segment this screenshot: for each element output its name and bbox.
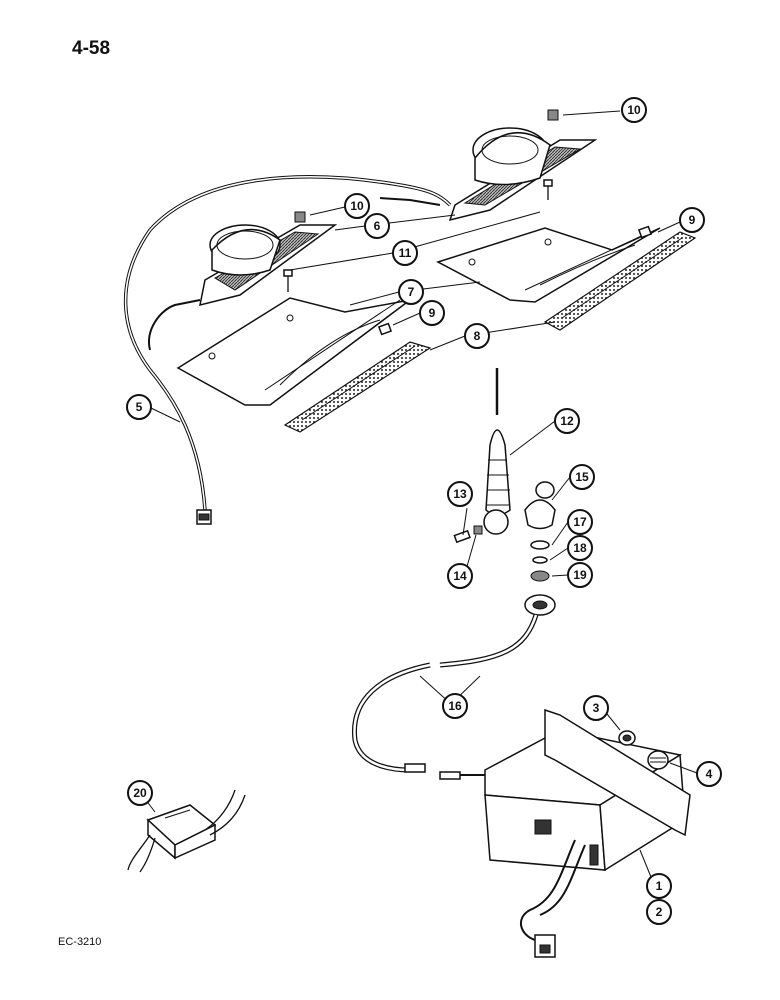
svg-text:10: 10 bbox=[350, 199, 364, 213]
callout-3: 3 bbox=[583, 695, 609, 721]
callout-10-left: 10 bbox=[344, 193, 370, 219]
callout-2: 2 bbox=[646, 899, 672, 925]
callout-16: 16 bbox=[442, 693, 468, 719]
svg-text:14: 14 bbox=[453, 569, 467, 583]
leader-lines bbox=[141, 110, 698, 883]
svg-text:12: 12 bbox=[560, 414, 574, 428]
knob-4 bbox=[647, 750, 669, 770]
screw-right bbox=[637, 225, 653, 239]
callout-15: 15 bbox=[569, 464, 595, 490]
bolt-right bbox=[543, 179, 553, 200]
svg-text:16: 16 bbox=[448, 699, 462, 713]
svg-text:18: 18 bbox=[573, 541, 587, 555]
figure-code: EC-3210 bbox=[58, 936, 102, 948]
callout-5: 5 bbox=[126, 394, 152, 420]
callout-18: 18 bbox=[567, 535, 593, 561]
callout-17: 17 bbox=[567, 509, 593, 535]
svg-text:10: 10 bbox=[627, 103, 641, 117]
noise-suppressor bbox=[127, 789, 246, 873]
svg-text:13: 13 bbox=[453, 487, 467, 501]
svg-text:3: 3 bbox=[593, 701, 600, 715]
callout-13: 13 bbox=[447, 481, 473, 507]
svg-text:11: 11 bbox=[399, 246, 412, 260]
antenna-mount bbox=[524, 481, 556, 530]
gasket-left bbox=[283, 341, 432, 433]
washer-17 bbox=[530, 540, 550, 550]
callout-1: 1 bbox=[646, 873, 672, 899]
callout-10-right: 10 bbox=[621, 97, 647, 123]
callout-7: 7 bbox=[398, 279, 424, 305]
speaker-left bbox=[199, 224, 338, 307]
screw-left bbox=[377, 322, 393, 336]
svg-text:5: 5 bbox=[136, 400, 143, 414]
speaker-right bbox=[448, 127, 598, 222]
lock-washer-18 bbox=[532, 556, 548, 564]
knob-3 bbox=[618, 730, 636, 746]
svg-text:19: 19 bbox=[573, 568, 587, 582]
svg-text:9: 9 bbox=[429, 306, 436, 320]
svg-text:4: 4 bbox=[706, 767, 713, 781]
callout-19: 19 bbox=[567, 562, 593, 588]
callout-8: 8 bbox=[464, 323, 490, 349]
bolt-left bbox=[283, 269, 293, 292]
speaker-bracket-left bbox=[176, 297, 411, 406]
screw-13 bbox=[453, 529, 471, 544]
callout-6: 6 bbox=[364, 213, 390, 239]
radio-wire-harness bbox=[520, 839, 586, 958]
callout-11: 11 bbox=[392, 240, 418, 266]
svg-text:7: 7 bbox=[408, 285, 415, 299]
nut-right bbox=[547, 109, 559, 121]
nut-14 bbox=[473, 525, 483, 535]
svg-text:9: 9 bbox=[689, 213, 696, 227]
svg-text:6: 6 bbox=[374, 219, 381, 233]
svg-text:15: 15 bbox=[575, 470, 589, 484]
svg-text:20: 20 bbox=[133, 786, 147, 800]
speaker-bracket-right bbox=[436, 227, 661, 303]
page-number: 4-58 bbox=[72, 38, 111, 59]
nut-19 bbox=[530, 570, 550, 582]
callout-12: 12 bbox=[554, 408, 580, 434]
callout-4: 4 bbox=[696, 761, 722, 787]
svg-text:17: 17 bbox=[573, 515, 587, 529]
svg-text:8: 8 bbox=[474, 329, 481, 343]
callout-14: 14 bbox=[447, 563, 473, 589]
callout-9-left: 9 bbox=[419, 300, 445, 326]
antenna bbox=[483, 368, 511, 535]
radio-unit bbox=[484, 708, 691, 872]
callout-20: 20 bbox=[127, 780, 153, 806]
gasket-right bbox=[543, 231, 697, 331]
svg-text:1: 1 bbox=[656, 879, 663, 893]
svg-text:2: 2 bbox=[656, 905, 663, 919]
callout-9-right: 9 bbox=[679, 207, 705, 233]
speaker-wire-harness bbox=[123, 175, 452, 525]
nut-left bbox=[294, 211, 306, 223]
